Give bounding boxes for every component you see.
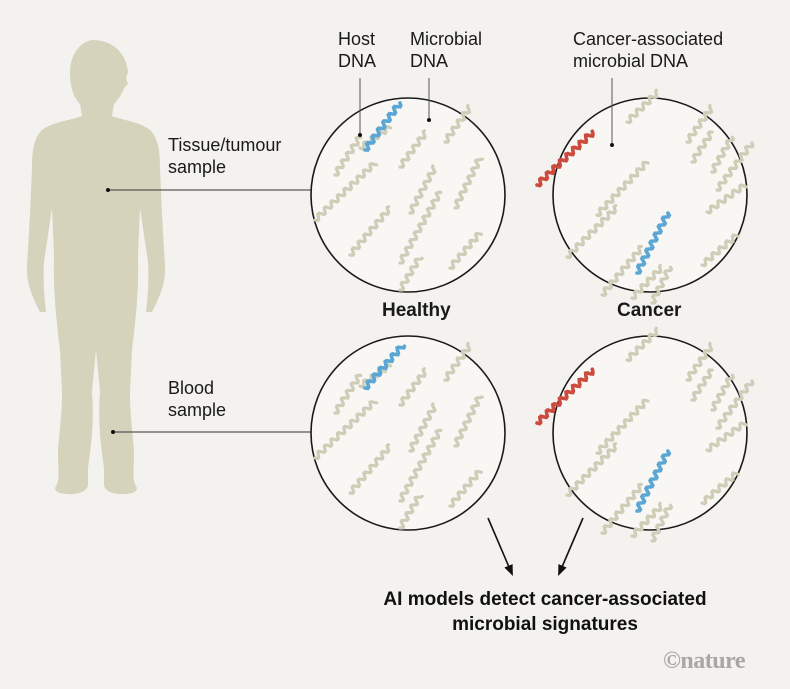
host-dna-strand xyxy=(710,373,736,412)
cancer-dna-label-line1: Cancer-associated xyxy=(573,29,724,49)
host-dna-strand xyxy=(398,190,443,265)
host-dna-strand xyxy=(565,442,618,498)
microbial-dna-strand xyxy=(635,449,672,513)
host-dna-strand xyxy=(348,205,391,257)
host-dna-strand xyxy=(630,263,663,301)
blood-label-line2: sample xyxy=(168,400,227,420)
microbial-dna-strand xyxy=(635,211,672,275)
conclusion-text: AI models detect cancer-associated micro… xyxy=(320,587,770,637)
host-dna-strand xyxy=(408,164,437,215)
host-dna-strand xyxy=(443,341,472,382)
host-dna-strand xyxy=(690,130,714,164)
blood-pointer-dot xyxy=(111,430,115,434)
host-dna-strand xyxy=(710,135,736,174)
cancer-label: Cancer xyxy=(617,300,682,321)
host-dna-strand xyxy=(685,341,714,382)
host-dna-strand xyxy=(705,421,748,453)
host-dna-strand xyxy=(313,399,379,461)
sample-circle-outline xyxy=(552,97,748,293)
host-dna-strand xyxy=(398,494,424,530)
host-dna-strand xyxy=(705,183,748,215)
host-dna-strand xyxy=(625,326,659,363)
host-dna-strand xyxy=(595,160,650,218)
host-dna-strand xyxy=(398,428,443,503)
host-dna-strand xyxy=(630,501,663,539)
host-dna-strand xyxy=(453,157,484,210)
host-dna-strand xyxy=(358,125,393,151)
host-dna-strand xyxy=(443,103,472,144)
cancer-dna-leader-dot xyxy=(610,143,614,147)
blood-label-line1: Blood xyxy=(168,378,215,398)
host-dna-strand xyxy=(650,503,674,543)
microbial-dna-label: Microbial DNA xyxy=(410,28,482,72)
sample-circle-outline xyxy=(552,335,748,531)
arrow-healthy-to-ai xyxy=(487,517,513,577)
host-dna-strand xyxy=(408,402,437,453)
microbial-dna-strand xyxy=(363,344,407,391)
conclusion-line1: AI models detect cancer-associated xyxy=(383,589,707,610)
cancer-microbial-dna-label: Cancer-associated microbial DNA xyxy=(573,28,723,72)
host-dna-strand xyxy=(685,103,714,144)
tissue-sample-label: Tissue/tumour sample xyxy=(168,134,281,178)
host-dna-strand xyxy=(715,379,755,430)
blood-sample-label: Blood sample xyxy=(168,377,226,421)
host-dna-strand xyxy=(398,367,427,407)
host-dna-label: Host DNA xyxy=(338,28,376,72)
tissue-pointer-dot xyxy=(106,188,110,192)
host-dna-strand xyxy=(650,265,674,305)
host-dna-strand xyxy=(715,141,755,192)
host-dna-label-line2: DNA xyxy=(338,51,377,71)
cancer-microbial-dna-strand xyxy=(535,367,595,426)
microbial-dna-leader-dot xyxy=(427,118,431,122)
blood-healthy-circle xyxy=(310,335,506,531)
tissue-label-line1: Tissue/tumour xyxy=(168,135,282,155)
host-dna-label-line1: Host xyxy=(338,29,376,49)
host-dna-strand xyxy=(313,161,379,223)
healthy-label: Healthy xyxy=(382,300,451,321)
tissue-healthy-circle xyxy=(310,97,506,293)
host-dna-strand xyxy=(448,231,483,270)
cancer-microbial-dna-strand xyxy=(535,129,595,188)
tissue-cancer-circle xyxy=(535,88,755,305)
host-dna-strand xyxy=(565,204,618,260)
host-dna-strand xyxy=(700,471,740,506)
host-dna-strand xyxy=(453,395,484,448)
host-dna-strand xyxy=(448,469,483,508)
host-dna-strand xyxy=(398,256,424,292)
host-dna-strand xyxy=(625,88,659,125)
host-dna-strand xyxy=(333,373,363,415)
host-dna-leader-dot xyxy=(358,133,362,137)
host-dna-strand xyxy=(690,368,714,402)
conclusion-line2: microbial signatures xyxy=(452,614,638,635)
host-dna-strand xyxy=(600,244,643,297)
host-dna-strand xyxy=(600,482,643,535)
microbial-dna-label-line2: DNA xyxy=(410,51,449,71)
host-dna-strand xyxy=(398,129,427,169)
microbial-dna-label-line1: Microbial xyxy=(410,29,483,49)
microbial-dna-strand xyxy=(363,101,403,152)
human-body-silhouette xyxy=(26,40,166,495)
nature-credit: ©nature xyxy=(663,648,746,674)
arrow-cancer-to-ai xyxy=(558,517,584,577)
host-dna-strand xyxy=(348,443,391,495)
host-dna-strand xyxy=(595,398,650,456)
host-dna-strand xyxy=(700,233,740,268)
tissue-label-line2: sample xyxy=(168,157,227,177)
blood-cancer-circle xyxy=(535,326,755,543)
host-dna-strand xyxy=(333,135,363,177)
cancer-dna-label-line2: microbial DNA xyxy=(573,51,689,71)
